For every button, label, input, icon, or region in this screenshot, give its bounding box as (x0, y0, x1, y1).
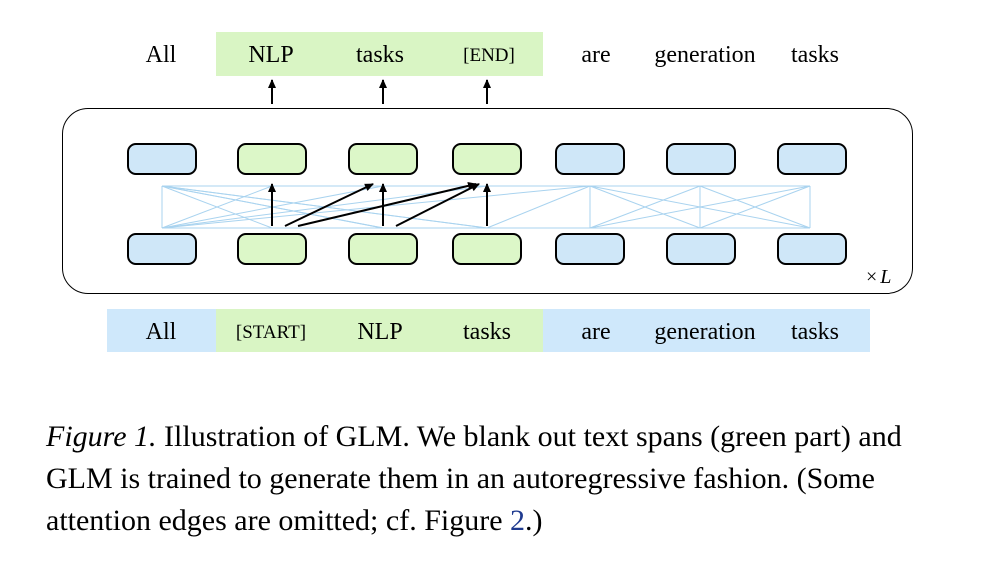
times-symbol: × (866, 266, 878, 288)
figure-2-link[interactable]: 2 (510, 504, 526, 537)
bottom-token-start: [START] (235, 322, 307, 343)
output-arrows (268, 79, 491, 104)
layer-count-label: ×L (866, 266, 891, 289)
upper-block-3 (348, 143, 418, 175)
bottom-token-nlp: NLP (357, 319, 403, 345)
top-token-generation: generation (654, 42, 756, 68)
bottom-blue-band-right (543, 309, 870, 352)
bottom-token-tasks: tasks (463, 319, 511, 345)
lower-block-4 (452, 233, 522, 265)
upper-block-2 (237, 143, 307, 175)
top-token-nlp: NLP (248, 42, 294, 68)
lower-block-6 (666, 233, 736, 265)
upper-block-1 (127, 143, 197, 175)
bottom-token-are: are (581, 319, 611, 345)
top-green-band (216, 32, 543, 76)
caption-text-end: .) (525, 504, 543, 537)
lower-block-5 (555, 233, 625, 265)
upper-block-4 (452, 143, 522, 175)
figure-caption: Figure 1. Illustration of GLM. We blank … (46, 416, 966, 542)
top-token-end: [END] (463, 45, 515, 66)
top-token-all: All (145, 42, 177, 68)
bottom-token-generation: generation (654, 319, 756, 345)
autoregressive-arrows (268, 181, 491, 227)
bottom-blue-band-left (107, 309, 217, 352)
caption-text: Illustration of GLM. We blank out text s… (46, 420, 902, 537)
upper-block-5 (555, 143, 625, 175)
bottom-token-all: All (145, 319, 177, 345)
lower-block-7 (777, 233, 847, 265)
bottom-green-band (216, 309, 543, 352)
lower-block-2 (237, 233, 307, 265)
layer-symbol: L (880, 266, 892, 288)
upper-block-7 (777, 143, 847, 175)
top-token-tasks-2: tasks (791, 42, 839, 68)
upper-block-6 (666, 143, 736, 175)
model-frame (62, 108, 913, 294)
caption-label: Figure 1. (46, 420, 157, 453)
lower-block-1 (127, 233, 197, 265)
bottom-token-tasks-2: tasks (791, 319, 839, 345)
lower-block-3 (348, 233, 418, 265)
top-token-are: are (581, 42, 611, 68)
top-token-tasks: tasks (356, 42, 404, 68)
